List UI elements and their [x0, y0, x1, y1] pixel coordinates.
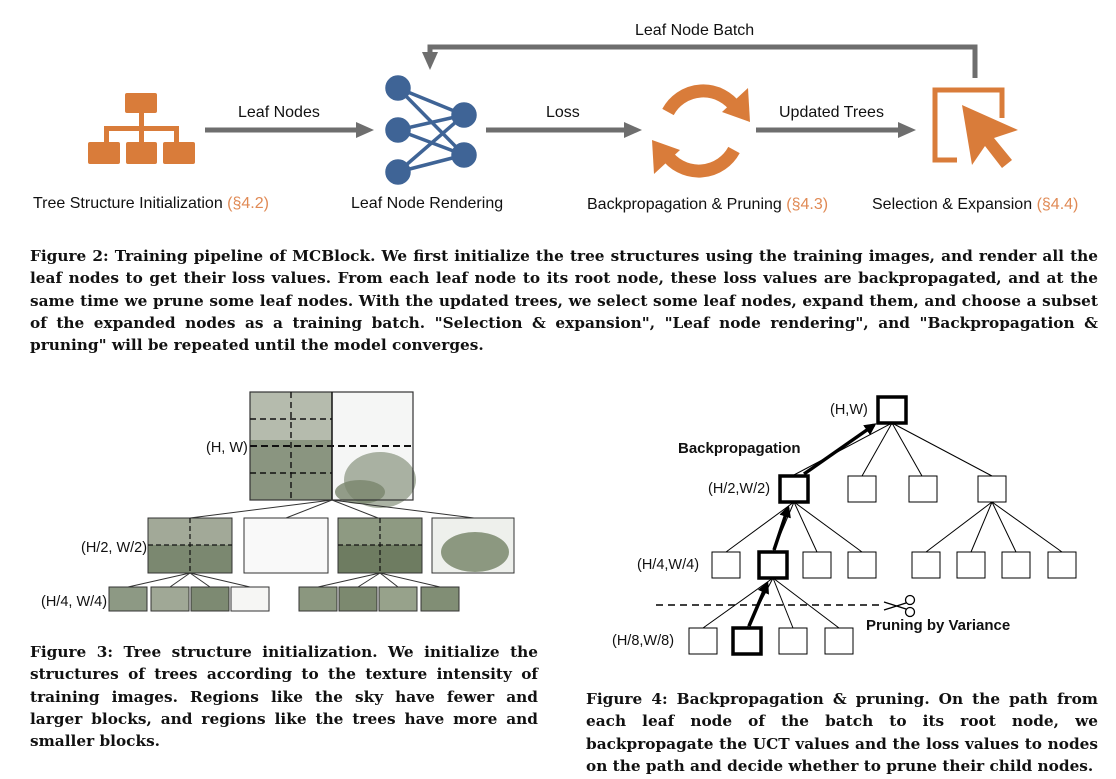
figure-4-text: Backpropagation & pruning. On the path f…: [586, 690, 1098, 775]
figure-3-label: Figure 3:: [30, 643, 114, 661]
neural-network-icon: [385, 75, 477, 185]
fig4-level-h4w4: (H/4,W/4): [637, 557, 700, 573]
leaf-nodes-label: Leaf Nodes: [238, 104, 320, 121]
backprop-pruning-figure: [656, 395, 1077, 656]
fig3-level-h4w4: (H/4, W/4): [41, 594, 108, 610]
stage-leaf-rendering: Leaf Node Rendering: [351, 195, 504, 212]
pruning-by-variance-label: Pruning by Variance: [866, 617, 1011, 634]
leaf-node-batch-label: Leaf Node Batch: [635, 22, 755, 39]
level-1-connectors: [189, 499, 475, 519]
loss-label: Loss: [546, 104, 580, 121]
leaf-node-batch-arrow: [422, 44, 978, 78]
figure-3-caption: Figure 3: Tree structure initialization.…: [30, 641, 538, 752]
stage-tree-init: Tree Structure Initialization (§4.2): [33, 195, 269, 212]
fig4-level-h2w2: (H/2,W/2): [708, 481, 771, 497]
updated-trees-label: Updated Trees: [779, 104, 884, 121]
pipeline-diagram: [88, 44, 1018, 185]
cursor-select-icon: [932, 87, 1018, 168]
figure-4-caption: Figure 4: Backpropagation & pruning. On …: [586, 688, 1098, 777]
figure-4-label: Figure 4:: [586, 690, 668, 708]
backpropagation-label: Backpropagation: [678, 440, 801, 457]
fig4-level-h8w8: (H/8,W/8): [612, 633, 675, 649]
figure-3-text: Tree structure initialization. We initia…: [30, 643, 538, 751]
fig3-level-h2w2: (H/2, W/2): [81, 540, 148, 556]
scissors-icon: [883, 594, 916, 618]
fig3-level-hw: (H, W): [206, 440, 248, 456]
tree-initialization-figure: [108, 391, 515, 612]
fig4-level-hw: (H,W): [830, 402, 868, 418]
figure-2-text: Training pipeline of MCBlock. We first i…: [30, 247, 1098, 355]
level-2-connectors: [127, 572, 441, 588]
root-image-block: [249, 391, 416, 508]
level-1-blocks: [147, 517, 515, 574]
hierarchy-icon: [88, 93, 195, 164]
stage-selection-expansion: Selection & Expansion (§4.4): [872, 196, 1079, 213]
refresh-cycle-icon: [652, 84, 750, 178]
figure-2-label: Figure 2:: [30, 247, 109, 265]
figure-2-caption: Figure 2: Training pipeline of MCBlock. …: [30, 245, 1098, 356]
level-2-blocks: [108, 586, 460, 612]
backprop-path-nodes: [731, 395, 908, 656]
tree-nodes: [688, 475, 1077, 655]
stage-backprop-pruning: Backpropagation & Pruning (§4.3): [587, 196, 829, 213]
